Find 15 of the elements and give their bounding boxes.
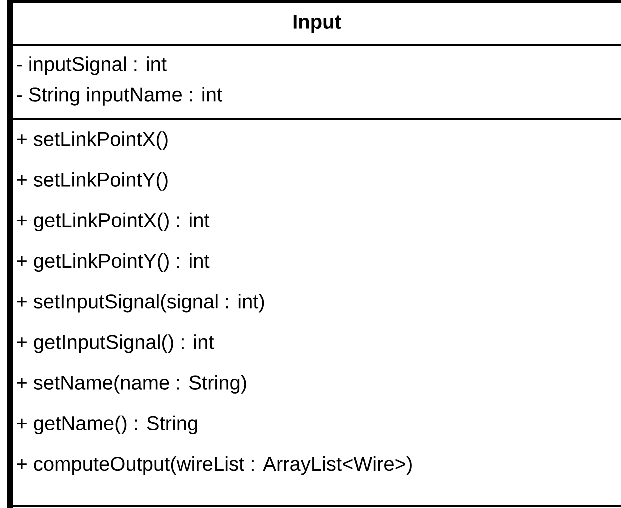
attribute-text: - inputSignal : int [17, 56, 167, 76]
method-text: + setLinkPointY() [17, 172, 168, 191]
method-text: + getLinkPointX() : int [17, 212, 210, 232]
method-text: + setName(name : String) [17, 375, 246, 394]
attribute-text: - String inputName : int [17, 87, 222, 106]
method-text: + getLinkPointY() : int [17, 253, 210, 272]
class-name: Input [294, 15, 342, 33]
method-text: + computeOutput(wireList : ArrayList<Wire>) [17, 456, 412, 476]
compartment [13, 132, 621, 507]
method-text: + setLinkPointX() [17, 132, 168, 150]
compartment [13, 56, 621, 120]
class-box [7, 0, 621, 508]
method-text: + setInputSignal(signal : int) [17, 294, 264, 313]
method-text: + getInputSignal() : int [17, 334, 214, 354]
method-text: + getName() : String [17, 416, 198, 435]
